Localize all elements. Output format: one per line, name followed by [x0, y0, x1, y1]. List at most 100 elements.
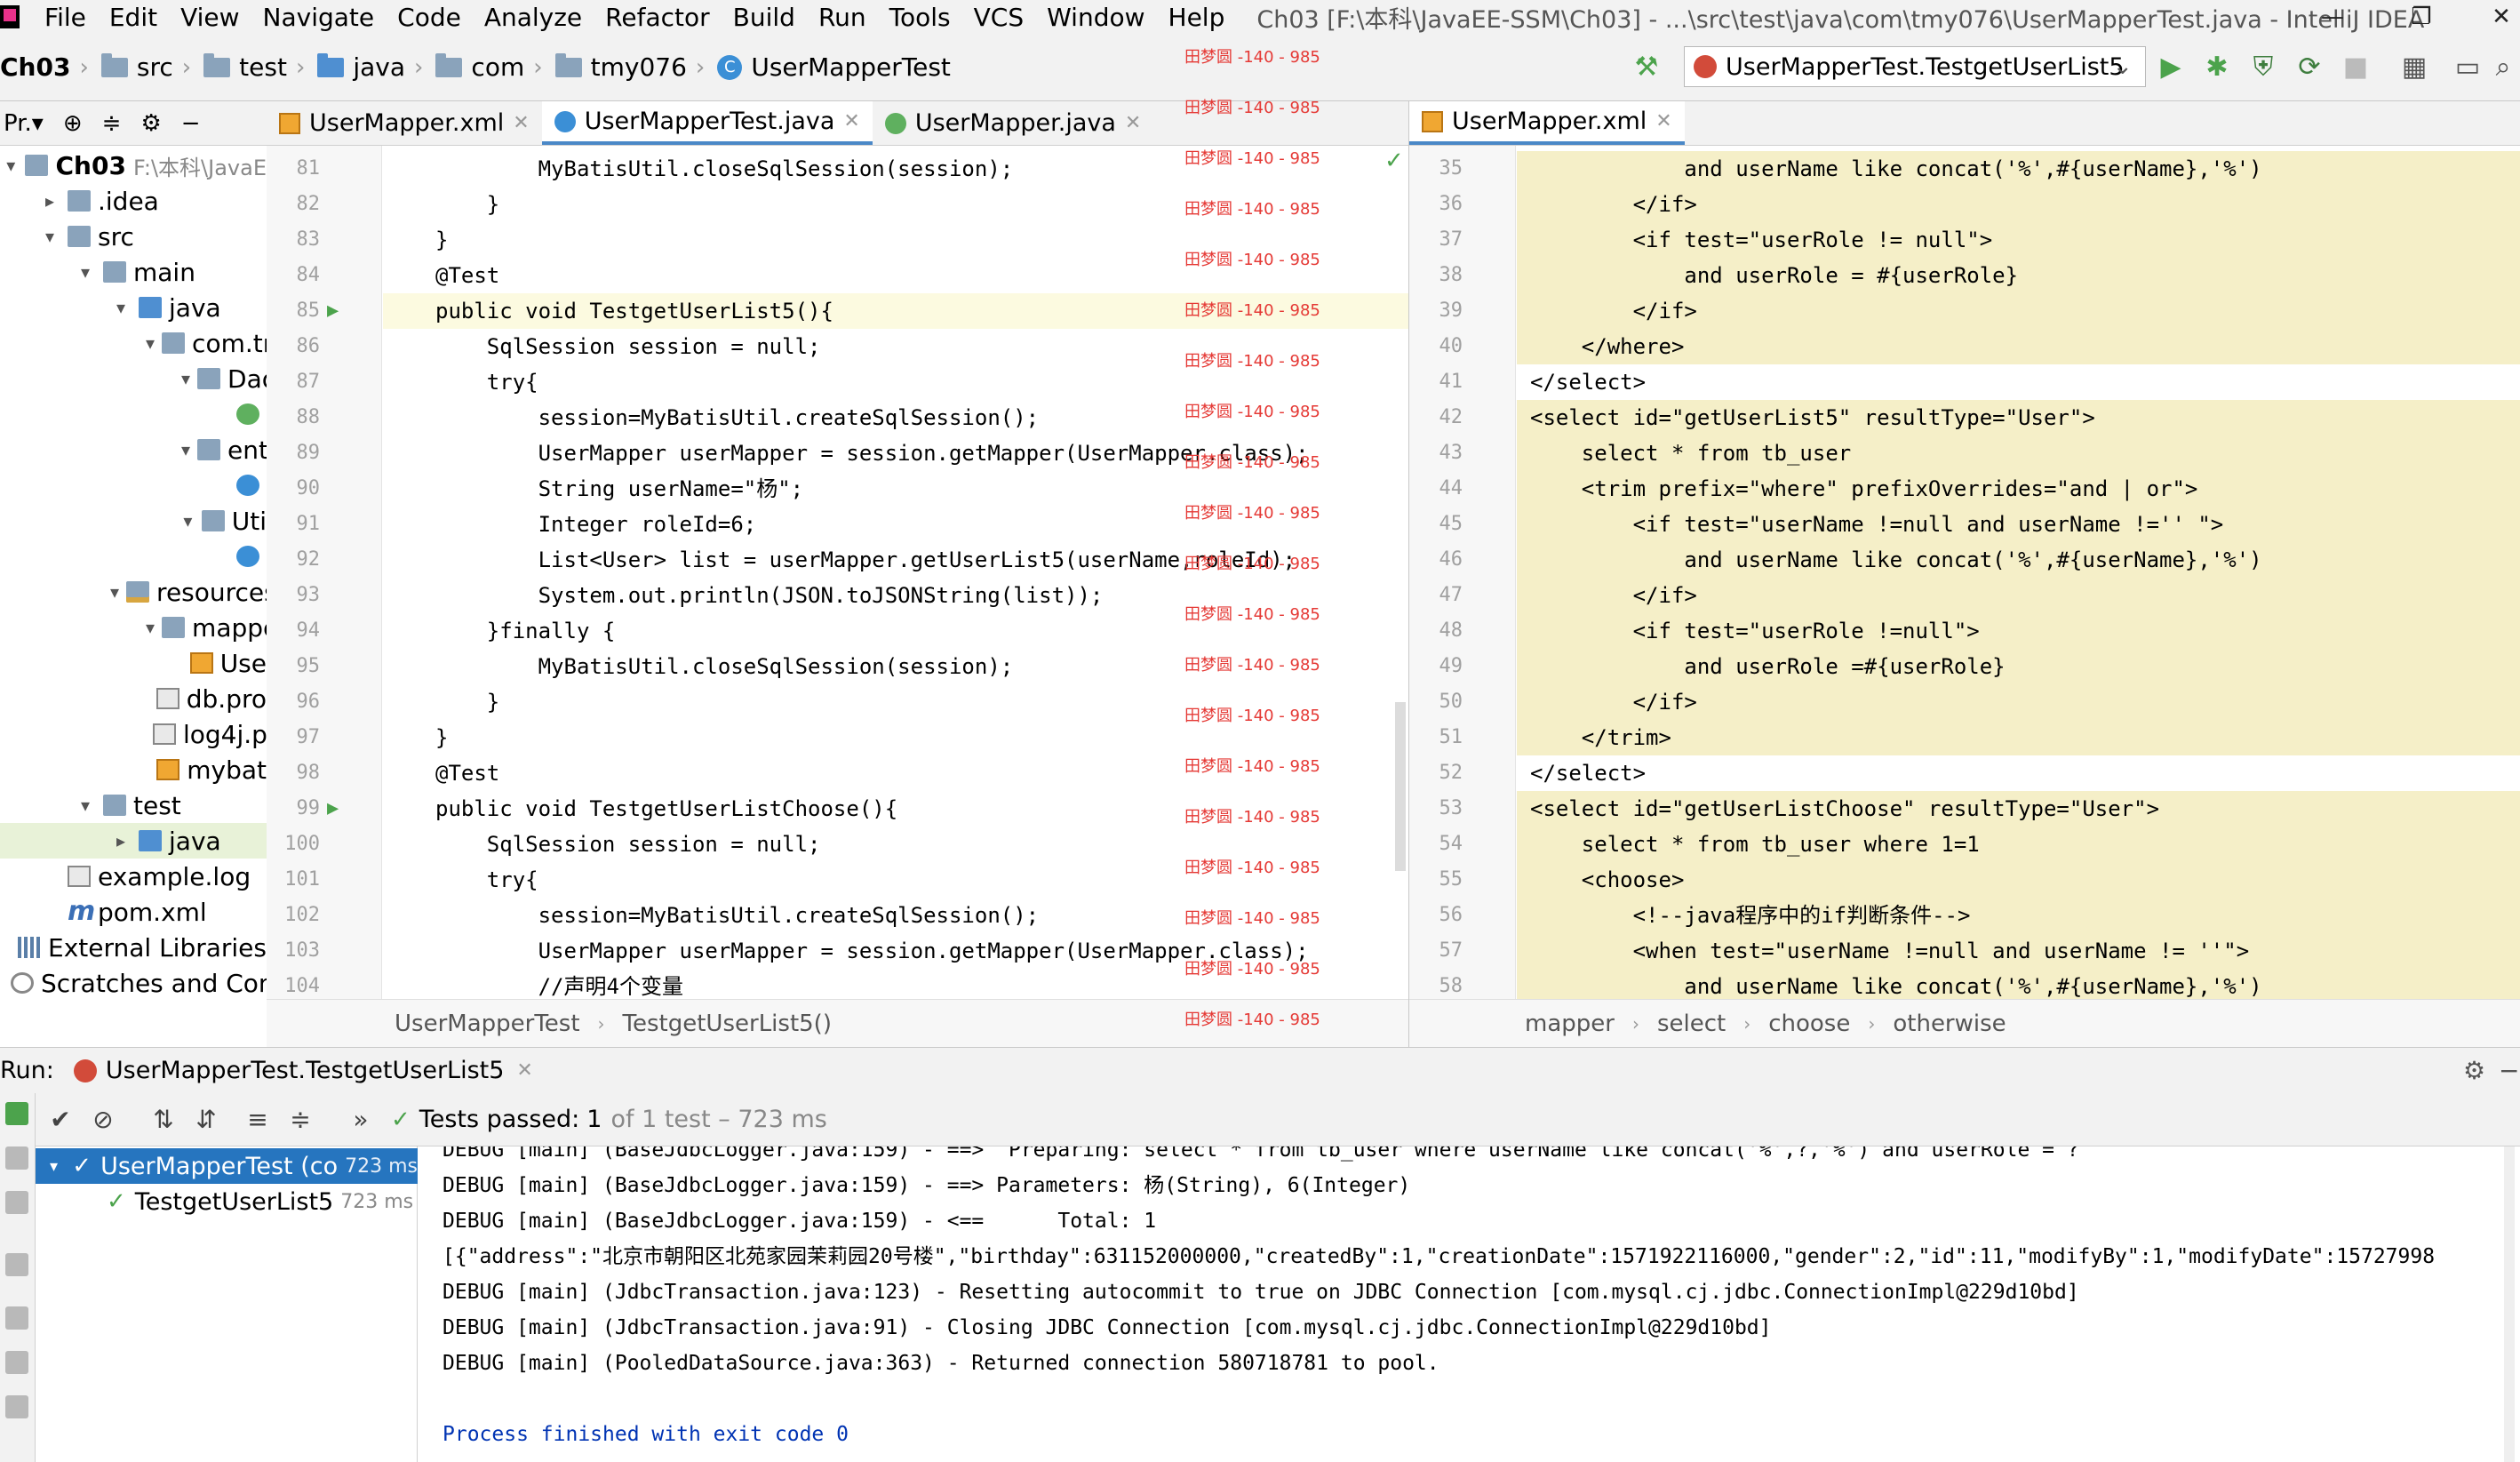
run-tab-label[interactable]: UserMapperTest.TestgetUserList5	[105, 1057, 505, 1084]
menu-view[interactable]: View	[180, 2, 240, 32]
xml-editor[interactable]: 35 and userName like concat('%',#{userNa…	[1409, 146, 2520, 999]
breadcrumb-item[interactable]: TestgetUserList5()	[622, 1010, 832, 1037]
run-configuration-select[interactable]: UserMapperTest.TestgetUserList5 ⌄	[1684, 46, 2146, 87]
crumb-test[interactable]: test›	[203, 52, 317, 82]
collapse-all-icon[interactable]: ≑	[290, 1105, 311, 1134]
profile-icon[interactable]: ⟳	[2298, 51, 2321, 83]
build-hammer-icon[interactable]: ⚒	[1634, 51, 1659, 83]
close-tab-icon[interactable]: ✕	[1124, 112, 1142, 134]
menu-refactor[interactable]: Refactor	[605, 2, 710, 32]
editor-tab[interactable]: UserMapper.xml✕	[267, 101, 542, 145]
tree-item[interactable]: ▾Uti	[0, 503, 267, 539]
tree-item[interactable]: ▾java	[0, 290, 267, 325]
menu-file[interactable]: File	[44, 2, 86, 32]
chevron-down-icon[interactable]: ▾	[116, 297, 126, 318]
menu-window[interactable]: Window	[1047, 2, 1145, 32]
more-icon[interactable]: »	[353, 1105, 369, 1134]
expand-all-icon[interactable]: ≡	[247, 1105, 268, 1134]
chevron-down-icon[interactable]: ▾	[80, 261, 91, 283]
run-icon[interactable]: ▶	[2160, 51, 2181, 83]
hide-panel-icon[interactable]: −	[180, 109, 201, 137]
menu-navigate[interactable]: Navigate	[262, 2, 375, 32]
coverage-icon[interactable]: ⛨	[2253, 51, 2274, 83]
chevron-down-icon[interactable]: ▾	[6, 155, 16, 176]
chevron-down-icon[interactable]: ▾	[181, 439, 191, 460]
menu-run[interactable]: Run	[817, 2, 866, 32]
chevron-right-icon[interactable]: ▸	[116, 830, 126, 851]
tree-item[interactable]: ▾mappe	[0, 610, 267, 645]
menu-code[interactable]: Code	[397, 2, 461, 32]
run-test-gutter-icon[interactable]: ▶	[327, 300, 339, 322]
chevron-down-icon[interactable]: ▾	[80, 795, 91, 816]
minimize-icon[interactable]: —	[2321, 4, 2344, 30]
tree-item[interactable]: ▾src	[0, 219, 267, 254]
crumb-tmy076[interactable]: tmy076›	[554, 52, 718, 82]
breadcrumb-item[interactable]: mapper	[1525, 1010, 1615, 1037]
left-editor-scrollbar[interactable]	[1395, 702, 1406, 871]
editor-tab[interactable]: UserMapperTest.java✕	[541, 101, 873, 145]
settings-icon[interactable]	[5, 1351, 28, 1374]
crumb-ch03[interactable]: Ch03›	[0, 52, 101, 82]
run-test-gutter-icon[interactable]: ▶	[327, 797, 339, 819]
tree-item[interactable]	[0, 539, 267, 574]
breadcrumb-item[interactable]: UserMapperTest	[395, 1010, 580, 1037]
chevron-down-icon[interactable]: ▾	[146, 332, 156, 354]
tree-item[interactable]: ▾com.tr	[0, 325, 267, 361]
editor-tab[interactable]: UserMapper.xml✕	[1409, 101, 1685, 145]
chevron-right-icon[interactable]: ▸	[44, 190, 55, 212]
collapse-all-icon[interactable]: ≑	[101, 109, 122, 137]
breadcrumb-item[interactable]: choose	[1768, 1010, 1851, 1037]
show-ignored-icon[interactable]: ⊘	[92, 1105, 114, 1134]
chevron-down-icon[interactable]: ▾	[146, 617, 156, 638]
chevron-down-icon[interactable]: ▾	[44, 226, 55, 247]
stop-icon[interactable]	[5, 1253, 28, 1276]
stop-icon[interactable]: ■	[2342, 51, 2369, 83]
tree-item[interactable]: ▾main	[0, 254, 267, 290]
locate-icon[interactable]: ⊕	[62, 109, 83, 137]
project-structure-icon[interactable]: ▦	[2401, 51, 2428, 83]
tree-item[interactable]: log4j.p	[0, 716, 267, 752]
sort-by-duration-icon[interactable]: ⇵	[195, 1105, 217, 1134]
tree-item[interactable]: ▾resources	[0, 574, 267, 610]
tree-item[interactable]: mybat	[0, 752, 267, 787]
close-tab-icon[interactable]: ✕	[843, 110, 860, 132]
toggle-auto-test-icon[interactable]	[5, 1191, 28, 1214]
settings-gear-icon[interactable]: ⚙	[140, 109, 162, 137]
tree-item[interactable]: Scratches and Cons	[0, 965, 267, 999]
tree-item[interactable]: Use	[0, 645, 267, 681]
chevron-down-icon[interactable]: ▾	[110, 581, 120, 603]
export-icon[interactable]	[5, 1395, 28, 1418]
search-everywhere-icon[interactable]: ⌕	[2495, 51, 2511, 83]
close-icon[interactable]: ✕	[2492, 4, 2511, 30]
breadcrumb-item[interactable]: select	[1656, 1010, 1727, 1037]
tree-item[interactable]	[0, 396, 267, 432]
debug-icon[interactable]: ✱	[2205, 51, 2229, 83]
tree-item[interactable]: db.pro	[0, 681, 267, 716]
run-console[interactable]: DEBUG [main] (BaseJdbcLogger.java:159) -…	[418, 1146, 2497, 1462]
crumb-src[interactable]: src›	[100, 52, 203, 82]
camera-icon[interactable]	[5, 1306, 28, 1330]
chevron-down-icon[interactable]: ▾	[181, 368, 191, 389]
tree-item[interactable]: ▸java	[0, 823, 267, 859]
menu-tools[interactable]: Tools	[889, 2, 951, 32]
settings-gear-icon[interactable]: ⚙	[2463, 1056, 2486, 1085]
chevron-down-icon[interactable]: ▾	[50, 1156, 59, 1176]
tree-item[interactable]: ▸.idea	[0, 183, 267, 219]
layout-icon[interactable]: ▭	[2454, 51, 2481, 83]
tree-item[interactable]: ▾ent	[0, 432, 267, 467]
tree-item[interactable]: ▾test	[0, 787, 267, 823]
breadcrumb-item[interactable]: otherwise	[1893, 1010, 2006, 1037]
menu-build[interactable]: Build	[732, 2, 795, 32]
restore-icon[interactable]: ❐	[2411, 4, 2432, 30]
show-passed-icon[interactable]: ✔	[50, 1105, 71, 1134]
chevron-down-icon[interactable]: ▾	[183, 510, 193, 531]
rerun-icon[interactable]	[5, 1102, 28, 1125]
menu-analyze[interactable]: Analyze	[483, 2, 583, 32]
sort-alphabetically-icon[interactable]: ⇅	[153, 1105, 174, 1134]
tree-item[interactable]: ▾Dao	[0, 361, 267, 396]
menu-help[interactable]: Help	[1168, 2, 1225, 32]
